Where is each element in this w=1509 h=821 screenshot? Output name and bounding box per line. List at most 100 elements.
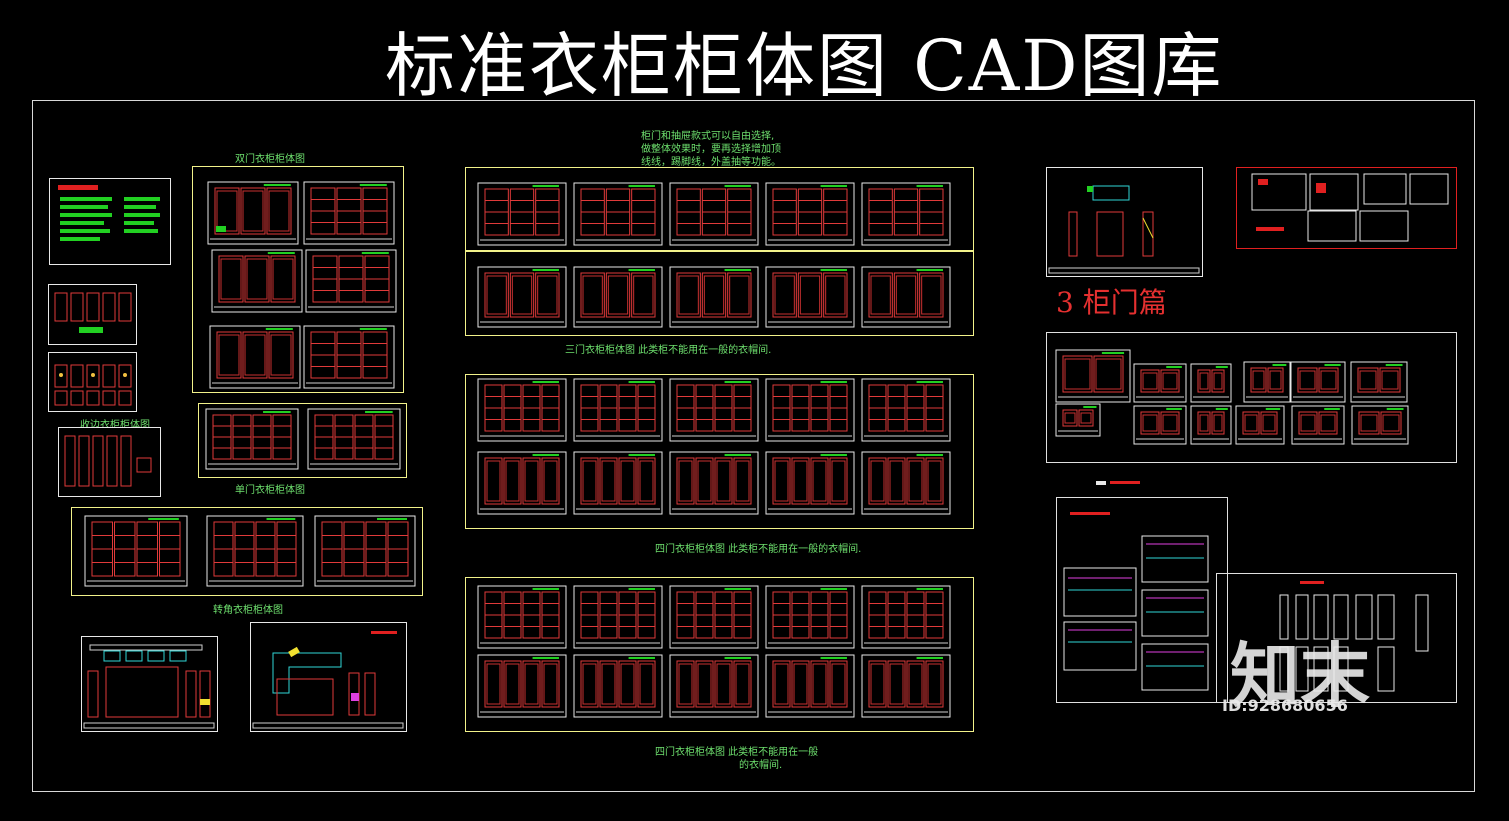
door-section-sheet[interactable] bbox=[1046, 167, 1203, 277]
elevation-sheet[interactable] bbox=[81, 636, 218, 732]
cad-sheet-thumbnail[interactable] bbox=[303, 325, 395, 389]
drawing-frame bbox=[32, 100, 1475, 792]
cad-sheet-thumbnail[interactable] bbox=[861, 585, 951, 649]
cad-sheet-thumbnail[interactable] bbox=[314, 515, 416, 587]
note-line: 柜门和抽屉款式可以自由选择, bbox=[641, 131, 775, 142]
cad-sheet-thumbnail[interactable] bbox=[573, 451, 663, 515]
cad-sheet-thumbnail[interactable] bbox=[765, 585, 855, 649]
three-door-divider bbox=[465, 250, 974, 252]
door-panels-drawings bbox=[1055, 349, 1409, 445]
notes-line bbox=[60, 229, 110, 233]
storage-sheet[interactable] bbox=[58, 427, 161, 497]
small-sheet-drawing bbox=[54, 364, 132, 406]
cad-sheet-thumbnail[interactable] bbox=[303, 181, 395, 245]
cad-sheet-thumbnail[interactable] bbox=[477, 654, 567, 718]
small-sheet[interactable] bbox=[48, 352, 137, 412]
cad-sheet-thumbnail[interactable] bbox=[307, 408, 401, 470]
cad-sheet-thumbnail[interactable] bbox=[206, 515, 304, 587]
label-four-door-b: 四门衣柜柜体图 此类柜不能用在一般 bbox=[655, 747, 819, 758]
cad-sheet-thumbnail[interactable] bbox=[669, 266, 759, 328]
cad-sheet-thumbnail[interactable] bbox=[1190, 405, 1232, 445]
cad-sheet-thumbnail[interactable] bbox=[1235, 405, 1285, 445]
column-library-drawings bbox=[1279, 581, 1429, 692]
cad-sheet-thumbnail[interactable] bbox=[1351, 405, 1409, 445]
cad-sheet-thumbnail[interactable] bbox=[1190, 363, 1232, 403]
plan-drawing bbox=[252, 631, 404, 729]
cad-sheet-thumbnail[interactable] bbox=[669, 451, 759, 515]
cad-sheet-thumbnail[interactable] bbox=[477, 451, 567, 515]
double-door-group[interactable] bbox=[192, 166, 404, 393]
cad-sheet-thumbnail[interactable] bbox=[305, 249, 397, 313]
hardware-drawings bbox=[1251, 173, 1449, 242]
cad-sheet-thumbnail[interactable] bbox=[669, 654, 759, 718]
watermark-mark: 知末 bbox=[1230, 635, 1370, 717]
cad-sheet-thumbnail[interactable] bbox=[1133, 405, 1187, 445]
cad-sheet-thumbnail[interactable] bbox=[1055, 349, 1131, 403]
cad-sheet-thumbnail[interactable] bbox=[1055, 403, 1101, 437]
single-door-group[interactable] bbox=[198, 403, 407, 478]
cad-sheet-thumbnail[interactable] bbox=[477, 585, 567, 649]
profile-library-group[interactable] bbox=[1056, 497, 1228, 703]
watermark-id: ID:928680656 bbox=[1222, 696, 1348, 715]
label-storage: 收边衣柜柜体图 bbox=[80, 420, 150, 431]
label-single-door: 单门衣柜柜体图 bbox=[235, 485, 305, 496]
section-title-cabinet-door: 3 柜门篇 bbox=[1056, 286, 1167, 319]
cad-sheet-thumbnail[interactable] bbox=[1133, 363, 1187, 403]
profile-library-drawings bbox=[1063, 481, 1209, 691]
small-sheet[interactable] bbox=[48, 284, 137, 345]
cad-sheet-thumbnail[interactable] bbox=[765, 378, 855, 442]
cad-sheet-thumbnail[interactable] bbox=[209, 325, 301, 389]
four-door-group-a[interactable] bbox=[465, 374, 974, 529]
cad-sheet-thumbnail[interactable] bbox=[205, 408, 299, 470]
cad-sheet-thumbnail[interactable] bbox=[573, 585, 663, 649]
label-four-door-a: 四门衣柜柜体图 此类柜不能用在一般的衣帽间. bbox=[655, 544, 862, 555]
door-panels-group[interactable] bbox=[1046, 332, 1457, 463]
cad-sheet-thumbnail[interactable] bbox=[765, 654, 855, 718]
cad-sheet-thumbnail[interactable] bbox=[573, 266, 663, 328]
cad-sheet-thumbnail[interactable] bbox=[84, 515, 188, 587]
notes-line bbox=[60, 205, 108, 209]
notes-sheet[interactable] bbox=[49, 178, 171, 265]
cad-sheet-thumbnail[interactable] bbox=[669, 378, 759, 442]
cad-sheet-thumbnail[interactable] bbox=[669, 585, 759, 649]
label-four-door-b: 的衣帽间. bbox=[739, 760, 783, 771]
three-door-sheets bbox=[477, 182, 951, 328]
cad-sheet-thumbnail[interactable] bbox=[1350, 361, 1408, 403]
cad-sheet-thumbnail[interactable] bbox=[1291, 405, 1345, 445]
cad-sheet-thumbnail[interactable] bbox=[861, 266, 951, 328]
cad-sheet-thumbnail[interactable] bbox=[477, 378, 567, 442]
cad-sheet-thumbnail[interactable] bbox=[861, 378, 951, 442]
cad-sheet-thumbnail[interactable] bbox=[477, 182, 567, 246]
cad-sheet-thumbnail[interactable] bbox=[669, 182, 759, 246]
cad-sheet-thumbnail[interactable] bbox=[573, 182, 663, 246]
cad-sheet-thumbnail[interactable] bbox=[861, 182, 951, 246]
cad-sheet-thumbnail[interactable] bbox=[207, 181, 299, 245]
note-line: 做整体效果时，要再选择增加顶 bbox=[641, 144, 781, 155]
notes-line bbox=[124, 213, 160, 217]
cad-sheet-thumbnail[interactable] bbox=[861, 451, 951, 515]
cad-sheet-thumbnail[interactable] bbox=[573, 378, 663, 442]
elevation-drawing bbox=[83, 644, 215, 729]
four-door-group-b[interactable] bbox=[465, 577, 974, 732]
cad-sheet-thumbnail[interactable] bbox=[1290, 361, 1346, 403]
cad-sheet-thumbnail[interactable] bbox=[211, 249, 303, 313]
double-door-sheets bbox=[207, 181, 397, 389]
column-library-group[interactable] bbox=[1216, 573, 1457, 703]
cad-sheet-thumbnail[interactable] bbox=[765, 182, 855, 246]
corner-group[interactable] bbox=[71, 507, 423, 596]
cad-sheet-thumbnail[interactable] bbox=[861, 654, 951, 718]
hardware-group[interactable] bbox=[1236, 167, 1457, 249]
plan-sheet[interactable] bbox=[250, 622, 407, 732]
label-double-door: 双门衣柜柜体图 bbox=[235, 154, 305, 165]
cad-sheet-thumbnail[interactable] bbox=[573, 654, 663, 718]
cad-sheet-thumbnail[interactable] bbox=[477, 266, 567, 328]
label-three-door: 三门衣柜柜体图 此类柜不能用在一般的衣帽间. bbox=[565, 345, 772, 356]
cad-sheet-thumbnail[interactable] bbox=[1243, 361, 1291, 403]
cad-sheet-thumbnail[interactable] bbox=[765, 451, 855, 515]
cad-sheet-thumbnail[interactable] bbox=[765, 266, 855, 328]
corner-sheets bbox=[84, 515, 416, 587]
notes-line bbox=[60, 213, 112, 217]
four-door-sheets-b bbox=[477, 585, 951, 718]
single-door-sheets bbox=[205, 408, 401, 470]
